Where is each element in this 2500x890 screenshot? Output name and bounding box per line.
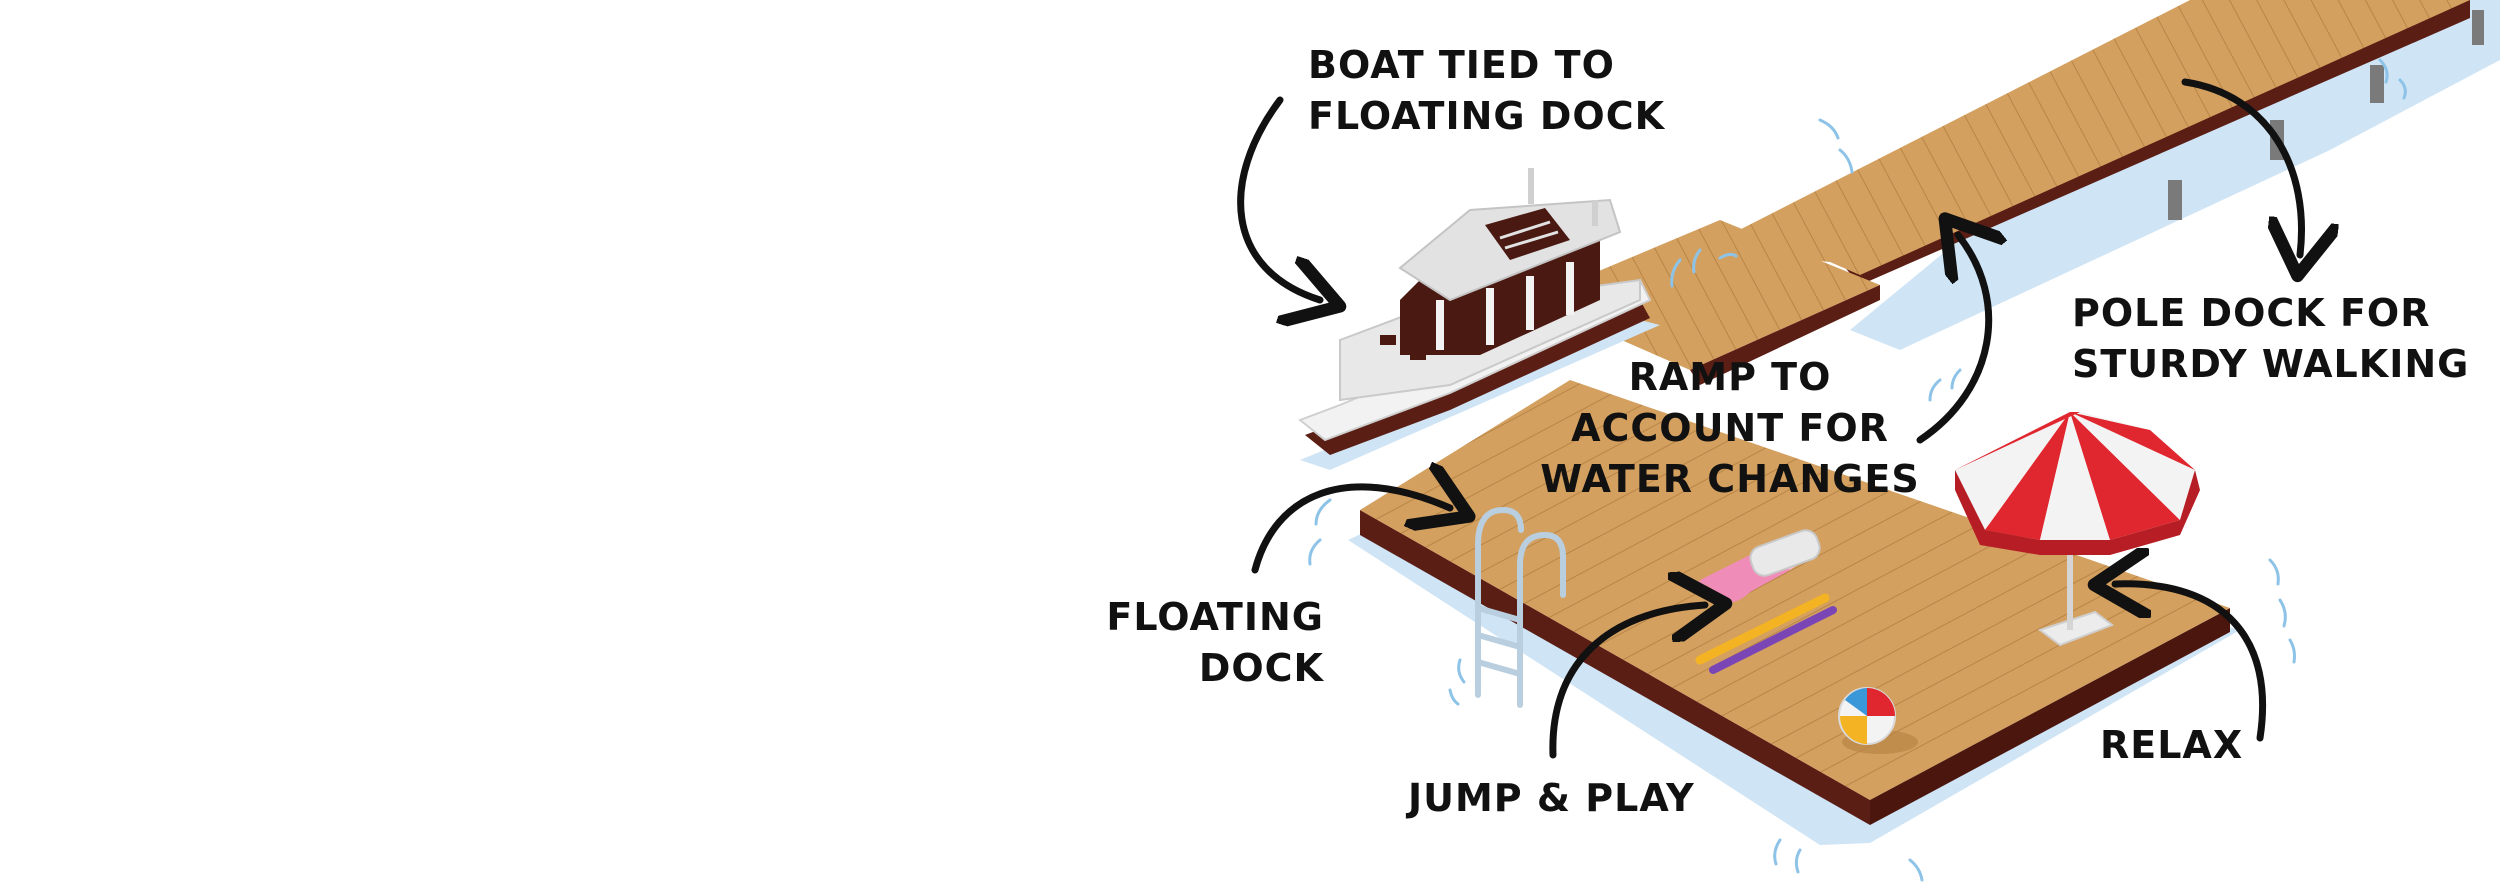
arrow-floating bbox=[1251, 487, 1450, 574]
arrow-pole bbox=[2181, 78, 2302, 255]
annotation-arrows bbox=[1237, 78, 2302, 759]
label-line: POLE DOCK FOR bbox=[2072, 291, 2431, 335]
floating-dock bbox=[1348, 380, 2240, 845]
arrow-jump bbox=[1549, 605, 1705, 759]
label-line: FLOATING DOCK bbox=[1308, 94, 1666, 138]
label-line: ACCOUNT FOR bbox=[1571, 406, 1889, 450]
boat-icon bbox=[1298, 168, 1660, 470]
water-ripples bbox=[1308, 58, 2407, 882]
label-line: RAMP TO bbox=[1628, 355, 1832, 399]
umbrella-icon bbox=[1955, 412, 2200, 647]
beach-ball-icon bbox=[1838, 687, 1918, 754]
label-floating-dock: FLOATING DOCK bbox=[1046, 592, 1324, 694]
label-line: BOAT TIED TO bbox=[1308, 43, 1615, 87]
label-line: FLOATING bbox=[1106, 595, 1324, 639]
label-line: JUMP & PLAY bbox=[1408, 776, 1695, 820]
label-ramp: RAMP TO ACCOUNT FOR WATER CHANGES bbox=[1535, 352, 1925, 505]
label-pole-dock: POLE DOCK FOR STURDY WALKING bbox=[2072, 288, 2469, 390]
label-boat-tied-to-floating-dock: BOAT TIED TO FLOATING DOCK bbox=[1308, 40, 1665, 142]
arrow-boat bbox=[1237, 96, 1320, 300]
arrow-relax bbox=[2115, 584, 2267, 742]
label-jump-and-play: JUMP & PLAY bbox=[1408, 773, 1695, 824]
label-line: DOCK bbox=[1198, 646, 1324, 690]
label-line: STURDY WALKING bbox=[2072, 342, 2470, 386]
label-line: RELAX bbox=[2100, 723, 2244, 767]
label-relax: RELAX bbox=[2100, 720, 2243, 771]
pool-noodle-icon bbox=[1695, 593, 1837, 674]
label-line: WATER CHANGES bbox=[1540, 457, 1920, 501]
ladder-icon bbox=[1475, 507, 1566, 708]
arrow-ramp bbox=[1916, 235, 1989, 444]
